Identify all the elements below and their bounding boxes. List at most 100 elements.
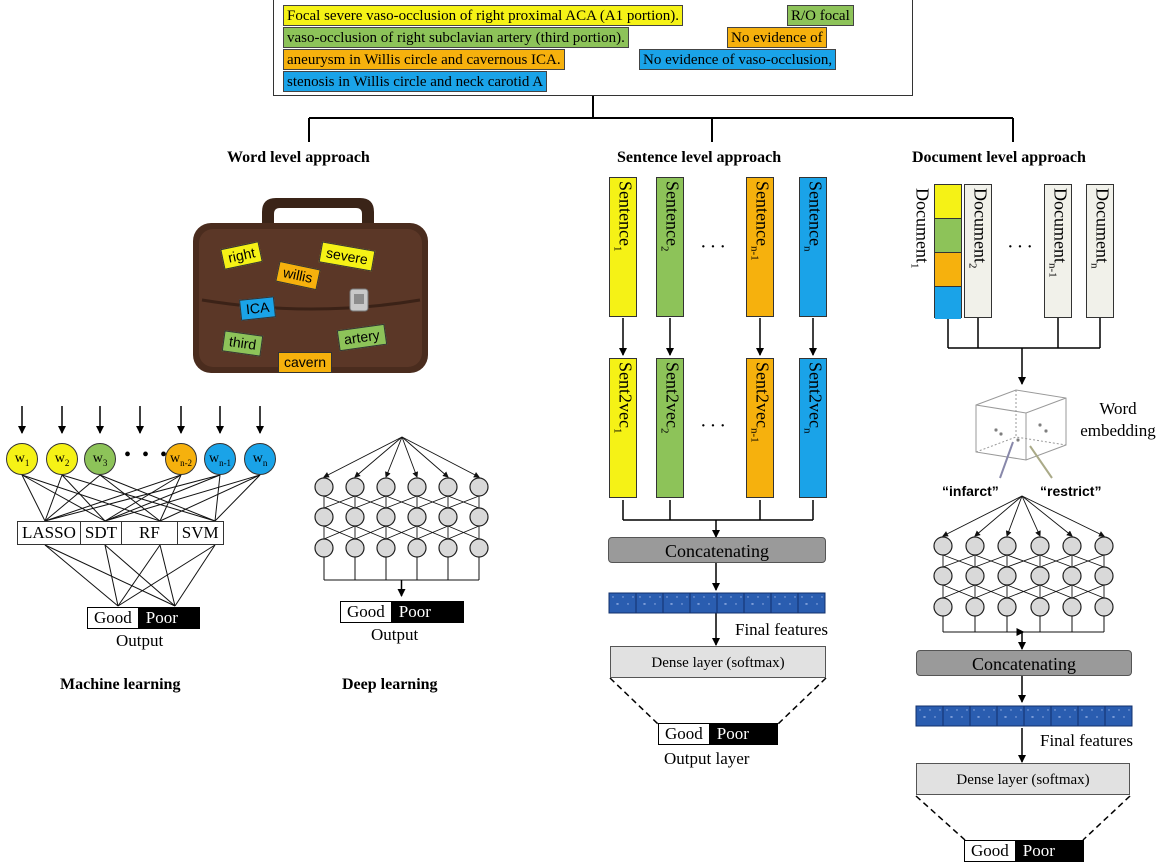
sent2vec-box: Sent2vec1 <box>609 358 637 498</box>
infarct-label: “infarct” <box>942 483 999 499</box>
document-stack-colored <box>934 184 962 319</box>
model-sdt: SDT <box>81 522 122 544</box>
sentence-level-heading: Sentence level approach <box>617 149 782 166</box>
deep-learning-label: Deep learning <box>342 676 438 693</box>
neuron-node <box>469 507 489 527</box>
neuron-node <box>438 507 458 527</box>
neuron-node <box>1094 566 1114 586</box>
bag-word-tag: third <box>221 330 264 357</box>
neuron-node <box>345 477 365 497</box>
sent2vec-box: Sent2vecn-1 <box>746 358 774 498</box>
document-label-1: Document1 <box>908 188 933 269</box>
document-concatenating-layer: Concatenating <box>916 650 1132 676</box>
poor-label: Poor <box>390 602 463 622</box>
bag-word-tag: ICA <box>238 296 277 321</box>
dl-output-classes: Good Poor <box>340 601 464 623</box>
ml-output-label: Output <box>116 631 164 650</box>
bag-word-tag: right <box>220 241 263 270</box>
neuron-node <box>1094 536 1114 556</box>
report-line1-green: R/O focal <box>787 5 854 26</box>
bag-word-tag: willis <box>275 260 321 291</box>
word-node: wn-1 <box>204 443 236 475</box>
neuron-node <box>1030 566 1050 586</box>
ml-output-classes: Good Poor <box>87 607 200 629</box>
sentence-concatenating-layer: Concatenating <box>608 537 826 563</box>
document-dense-layer: Dense layer (softmax) <box>916 763 1130 795</box>
dl-output-label: Output <box>371 625 419 644</box>
word-embedding-label: Word embedding <box>1080 399 1156 440</box>
neuron-node <box>407 477 427 497</box>
neuron-node <box>965 566 985 586</box>
word-node: w1 <box>6 443 38 475</box>
good-label: Good <box>341 602 391 622</box>
report-line2-orange: No evidence of <box>727 27 827 48</box>
sentence-box: Sentencen-1 <box>746 177 774 317</box>
sentence-final-features-label: Final features <box>735 620 828 639</box>
poor-label: Poor <box>1014 841 1083 861</box>
model-rf: RF <box>122 522 178 544</box>
document-network <box>933 495 1114 633</box>
bag-word-tag: cavern <box>278 352 333 373</box>
neuron-node <box>314 477 334 497</box>
report-line4-blue: stenosis in Willis circle and neck carot… <box>283 71 548 92</box>
document-box: Documentn-1 <box>1044 184 1072 318</box>
sent2vec-box: Sent2vecn <box>799 358 827 498</box>
bag-word-tag: severe <box>318 241 376 272</box>
model-lasso: LASSO <box>18 522 81 544</box>
document-level-heading: Document level approach <box>912 149 1086 166</box>
ellipsis: • • • <box>124 444 171 466</box>
radiology-report: Focal severe vaso-occlusion of right pro… <box>273 0 913 96</box>
neuron-node <box>933 536 953 556</box>
bag-word-tag: artery <box>336 323 388 352</box>
word-node: wn <box>244 443 276 475</box>
model-svm: SVM <box>181 523 219 542</box>
machine-learning-label: Machine learning <box>60 676 181 693</box>
ellipsis: ··· <box>700 236 729 258</box>
ml-models: LASSO SDT RF SVM <box>17 521 224 545</box>
neuron-node <box>997 536 1017 556</box>
sent2vec-box: Sent2vec2 <box>656 358 684 498</box>
ellipsis: ··· <box>1007 236 1036 258</box>
sentence-dense-layer: Dense layer (softmax) <box>610 646 826 678</box>
neuron-node <box>1062 566 1082 586</box>
report-line3-orange: aneurysm in Willis circle and cavernous … <box>283 49 565 70</box>
neuron-node <box>1030 536 1050 556</box>
document-box: Document2 <box>964 184 992 318</box>
report-line1-yellow: Focal severe vaso-occlusion of right pro… <box>283 5 684 26</box>
document-final-features-label: Final features <box>1040 731 1133 750</box>
neuron-node <box>345 507 365 527</box>
poor-label: Poor <box>137 608 199 628</box>
deep-learning-network <box>314 436 489 597</box>
report-line3-blue: No evidence of vaso-occlusion, <box>639 49 837 70</box>
document-box: Documentn <box>1086 184 1114 318</box>
sentence-box: Sentence2 <box>656 177 684 317</box>
word-node: w2 <box>46 443 78 475</box>
neuron-node <box>965 536 985 556</box>
neuron-node <box>933 566 953 586</box>
neuron-node <box>1062 536 1082 556</box>
good-label: Good <box>659 724 709 744</box>
document-output-classes: Good Poor <box>964 840 1084 862</box>
ellipsis: ··· <box>700 415 729 437</box>
feature-cell <box>1104 705 1133 727</box>
sentence-box: Sentencen <box>799 177 827 317</box>
poor-label: Poor <box>708 724 777 744</box>
sentence-output-classes: Good Poor <box>658 723 778 745</box>
neuron-node <box>438 477 458 497</box>
neuron-node <box>314 507 334 527</box>
word-node: wn-2 <box>165 443 197 475</box>
neuron-node <box>997 566 1017 586</box>
word-embedding-cube <box>975 389 1067 479</box>
good-label: Good <box>88 608 138 628</box>
good-label: Good <box>965 841 1015 861</box>
neuron-node <box>376 477 396 497</box>
neuron-node <box>407 507 427 527</box>
word-level-heading: Word level approach <box>227 149 370 166</box>
word-node: w3 <box>84 443 116 475</box>
neuron-node <box>469 477 489 497</box>
sentence-box: Sentence1 <box>609 177 637 317</box>
neuron-node <box>376 507 396 527</box>
output-layer-label: Output layer <box>664 749 750 768</box>
feature-cell <box>797 592 826 614</box>
restrict-label: “restrict” <box>1040 483 1102 499</box>
